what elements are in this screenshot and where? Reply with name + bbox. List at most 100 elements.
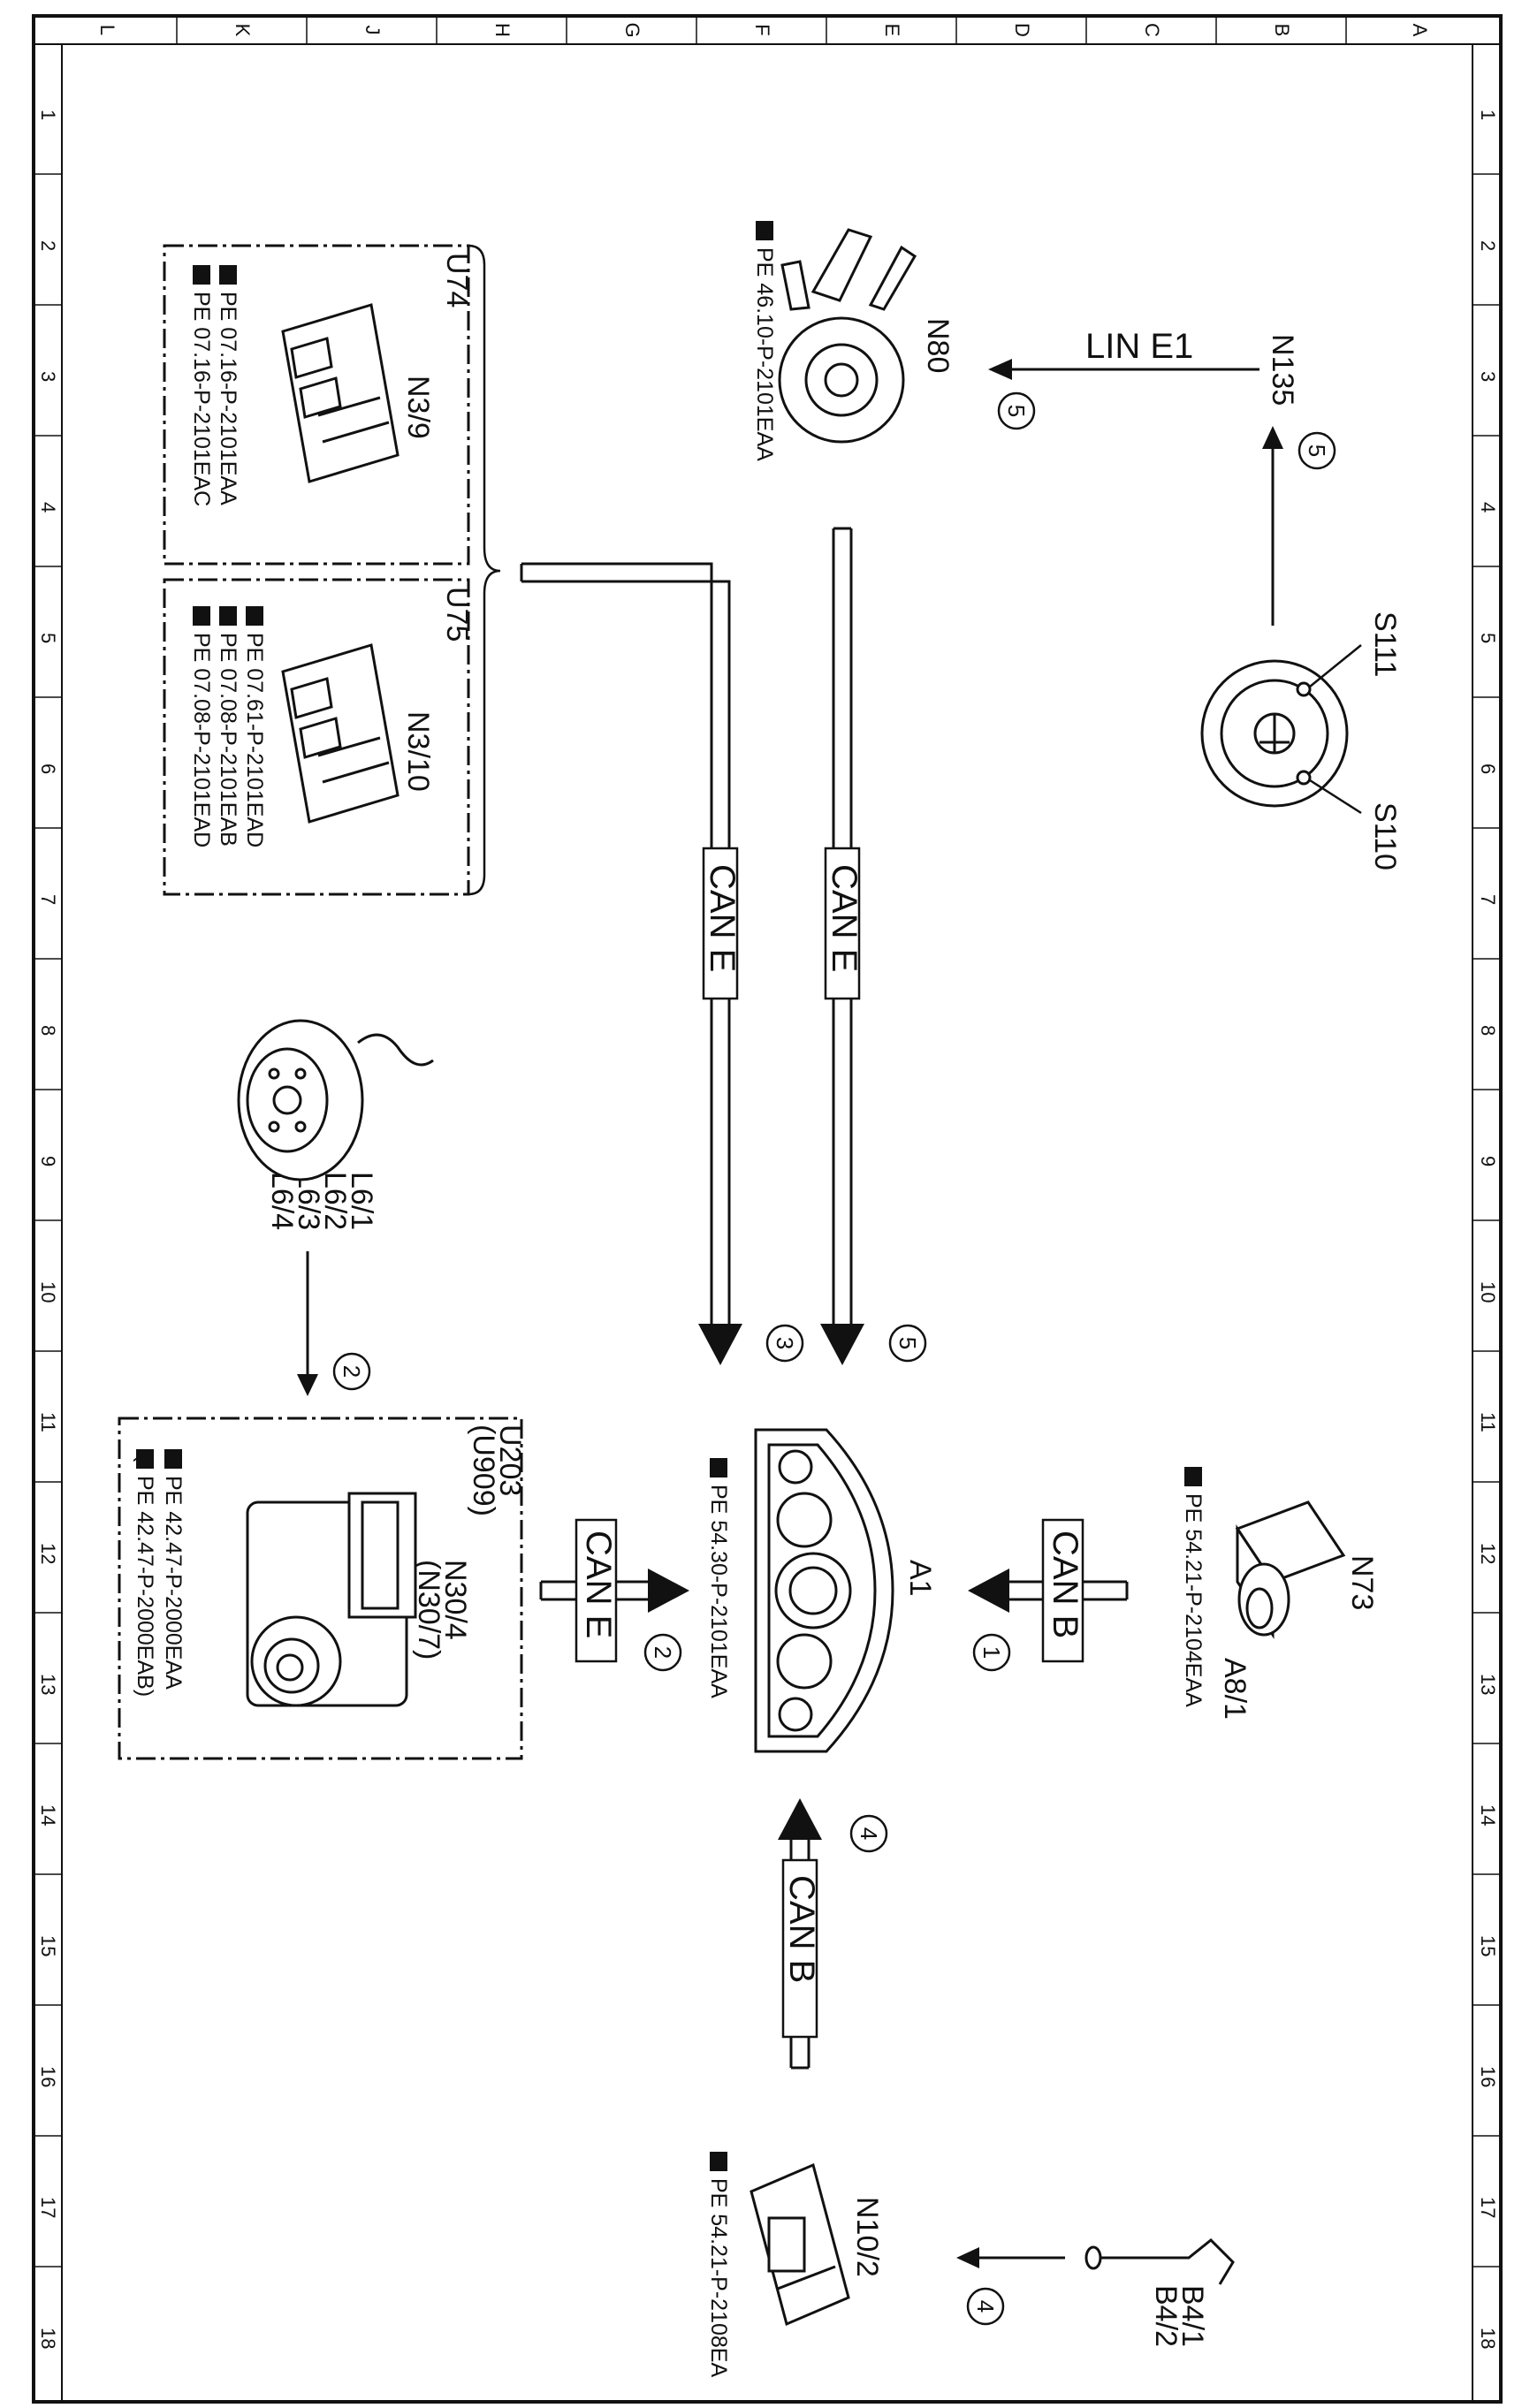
label-u74: U74 <box>440 253 474 308</box>
fuel-level-sensor-b4-illustration <box>1084 2237 1235 2285</box>
hand-pointer-icon <box>193 606 210 626</box>
ruler-number-17: 17 <box>1477 2197 1499 2218</box>
ruler-number-9: 9 <box>37 1156 59 1166</box>
ruler-number-17: 17 <box>37 2197 59 2218</box>
left-ruler-numbers: 1 2 3 4 5 6 7 8 9 10 11 12 13 14 15 16 1… <box>37 110 59 2349</box>
ruler-letter-d: D <box>1011 23 1033 37</box>
ignition-switch-n73-illustration <box>1235 1500 1346 1639</box>
ruler-number-4: 4 <box>37 502 59 513</box>
ruler-number-5: 5 <box>1477 633 1499 643</box>
circled-marker-numbers: 1 2 2 3 4 4 5 5 5 <box>339 405 1330 2313</box>
ruler-number-4: 4 <box>1477 502 1499 513</box>
label-u75: U75 <box>440 587 474 642</box>
ref-n73: PE 54.21-P-2104EAA <box>1181 1493 1206 1707</box>
ruler-number-18: 18 <box>37 2328 59 2349</box>
label-b4-2: B4/2 <box>1149 2285 1183 2347</box>
label-u203: U203 <box>493 1424 527 1496</box>
ref-block-u203: PE 42.47-P-2000EAA ( PE 42.47-P-2000EAB) <box>133 1449 186 1697</box>
label-n80: N80 <box>921 318 955 373</box>
ruler-letter-c: C <box>1141 23 1163 37</box>
ruler-number-14: 14 <box>1477 1804 1499 1826</box>
ruler-number-11: 11 <box>37 1412 59 1432</box>
ruler-number-16: 16 <box>37 2066 59 2087</box>
ref-block-n80: PE 46.10-P-2101EAA <box>752 221 777 461</box>
ruler-number-12: 12 <box>37 1543 59 1564</box>
ref-u203-2: PE 42.47-P-2000EAB) <box>133 1476 157 1697</box>
marker-4b: 4 <box>972 2300 999 2313</box>
ref-block-u75: PE 07.61-P-2101EAD PE 07.08-P-2101EAB PE… <box>189 606 267 847</box>
can-b-band-n73 <box>1041 1518 1084 1663</box>
marker-1-circle <box>972 1633 1011 1672</box>
ruler-number-9: 9 <box>1477 1156 1499 1166</box>
steering-wheel-illustration <box>1200 659 1349 808</box>
label-can-e-esp: CAN E <box>579 1531 618 1638</box>
ref-u203-paren: ( <box>133 1455 157 1462</box>
s111-leader-line <box>1309 644 1362 687</box>
hand-pointer-icon <box>710 1458 727 1477</box>
ref-block-a1: PE 54.30-P-2101EAA <box>706 1458 731 1698</box>
marker-3: 3 <box>772 1337 798 1349</box>
marker-5b: 5 <box>1003 405 1030 417</box>
group-box-u203 <box>118 1417 523 1760</box>
ruler-number-3: 3 <box>37 371 59 382</box>
label-a1: A1 <box>903 1560 937 1597</box>
ruler-letter-l: L <box>96 25 118 35</box>
label-can-e-n80: CAN E <box>825 864 864 972</box>
group-box-u74 <box>163 244 470 566</box>
right-ruler-numbers: 1 2 3 4 5 6 7 8 9 10 11 12 13 14 15 16 1… <box>1477 110 1499 2349</box>
sheet-frame <box>32 14 1503 2404</box>
label-n73: N73 <box>1345 1555 1379 1610</box>
can-b-arrowhead-1 <box>968 1569 1009 1613</box>
hand-pointer-icon <box>164 1449 182 1469</box>
ruler-number-2: 2 <box>37 240 59 251</box>
ruler-letter-k: K <box>232 24 254 37</box>
ref-a1: PE 54.30-P-2101EAA <box>706 1485 731 1698</box>
ruler-number-6: 6 <box>1477 763 1499 774</box>
ruler-number-11: 11 <box>1477 1412 1499 1432</box>
ecu-n3-10-illustration <box>281 643 400 824</box>
l6-to-esp-arrowhead <box>297 1374 318 1396</box>
ruler-letter-a: A <box>1409 24 1431 37</box>
label-s110: S110 <box>1368 802 1402 870</box>
can-e-arrowhead-3 <box>698 1324 742 1365</box>
marker-4b-circle <box>966 2287 1005 2326</box>
ruler-number-10: 10 <box>37 1281 59 1303</box>
marker-5a: 5 <box>894 1337 921 1349</box>
ref-u203-1: PE 42.47-P-2000EAA <box>161 1476 186 1690</box>
hand-pointer-icon <box>1184 1467 1202 1486</box>
label-l6-3: L6/3 <box>292 1172 325 1230</box>
label-n30-4: N30/4 <box>438 1560 472 1640</box>
label-n135: N135 <box>1266 334 1299 406</box>
label-can-b-n73: CAN B <box>1046 1531 1084 1638</box>
ref-block-u74: PE 07.16-P-2101EAA PE 07.16-P-2101EAC <box>189 265 240 506</box>
label-can-e-engine: CAN E <box>703 864 742 972</box>
instrument-cluster-a1-illustration <box>754 1428 894 1753</box>
label-n10-2: N10/2 <box>850 2197 884 2277</box>
ruler-letter-g: G <box>621 22 643 37</box>
ruler-number-7: 7 <box>1477 894 1499 905</box>
u74-u75-brace <box>468 244 501 896</box>
ecu-n3-9-illustration <box>281 303 400 483</box>
label-n3-10: N3/10 <box>401 711 435 792</box>
marker-2b-circle <box>643 1633 682 1672</box>
top-ruler <box>176 16 1347 44</box>
ruler-number-7: 7 <box>37 894 59 905</box>
ruler-number-18: 18 <box>1477 2328 1499 2349</box>
hand-pointer-icon <box>136 1449 154 1469</box>
marker-5a-circle <box>888 1324 927 1363</box>
ref-u74-2: PE 07.16-P-2101EAC <box>189 292 214 506</box>
steering-column-module-n80-illustration <box>778 228 917 444</box>
sam-module-n10-2-illustration <box>750 2162 850 2327</box>
hand-pointer-icon <box>219 606 237 626</box>
ruler-letter-e: E <box>881 24 903 37</box>
marker-5b-circle <box>997 391 1036 430</box>
ruler-number-10: 10 <box>1477 1281 1499 1303</box>
label-l6-4: L6/4 <box>265 1172 299 1230</box>
marker-2a-circle <box>332 1352 371 1391</box>
ruler-letter-b: B <box>1271 24 1293 37</box>
wheel-speed-sensor-l6-illustration <box>237 1019 434 1181</box>
s110-leader-line <box>1309 779 1362 815</box>
group-box-u75 <box>163 578 470 896</box>
ref-u74-1: PE 07.16-P-2101EAA <box>216 292 240 505</box>
